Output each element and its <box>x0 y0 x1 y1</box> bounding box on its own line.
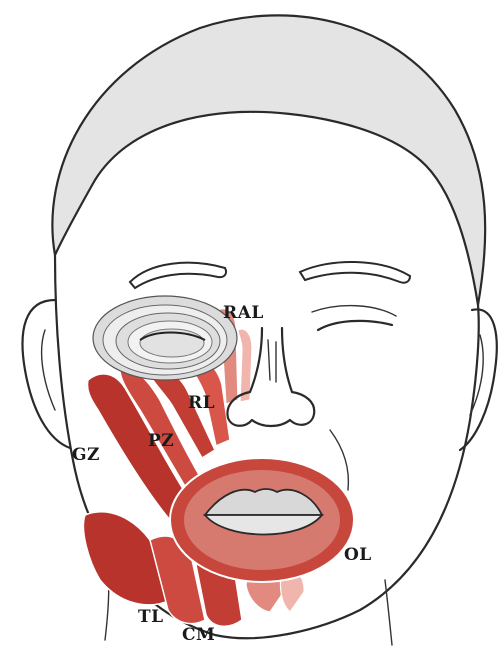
right-eye <box>318 321 392 330</box>
label-cm: CM <box>182 625 215 645</box>
orbicularis-oris-muscle <box>170 458 354 582</box>
label-tl: TL <box>138 607 164 627</box>
left-eyebrow <box>130 263 226 288</box>
orbicularis-oculi-muscle <box>93 296 237 380</box>
label-pz: PZ <box>148 431 174 451</box>
label-gz: GZ <box>72 445 100 465</box>
label-ol: OL <box>344 545 372 565</box>
right-eyelid <box>312 306 396 316</box>
label-ral: RAL <box>223 303 264 323</box>
hair-region <box>52 15 485 305</box>
nose-ridge <box>268 340 276 382</box>
right-eyebrow <box>300 262 410 283</box>
left-ear-inner <box>42 330 55 410</box>
label-rl: RL <box>188 393 215 413</box>
left-ear <box>23 300 70 448</box>
